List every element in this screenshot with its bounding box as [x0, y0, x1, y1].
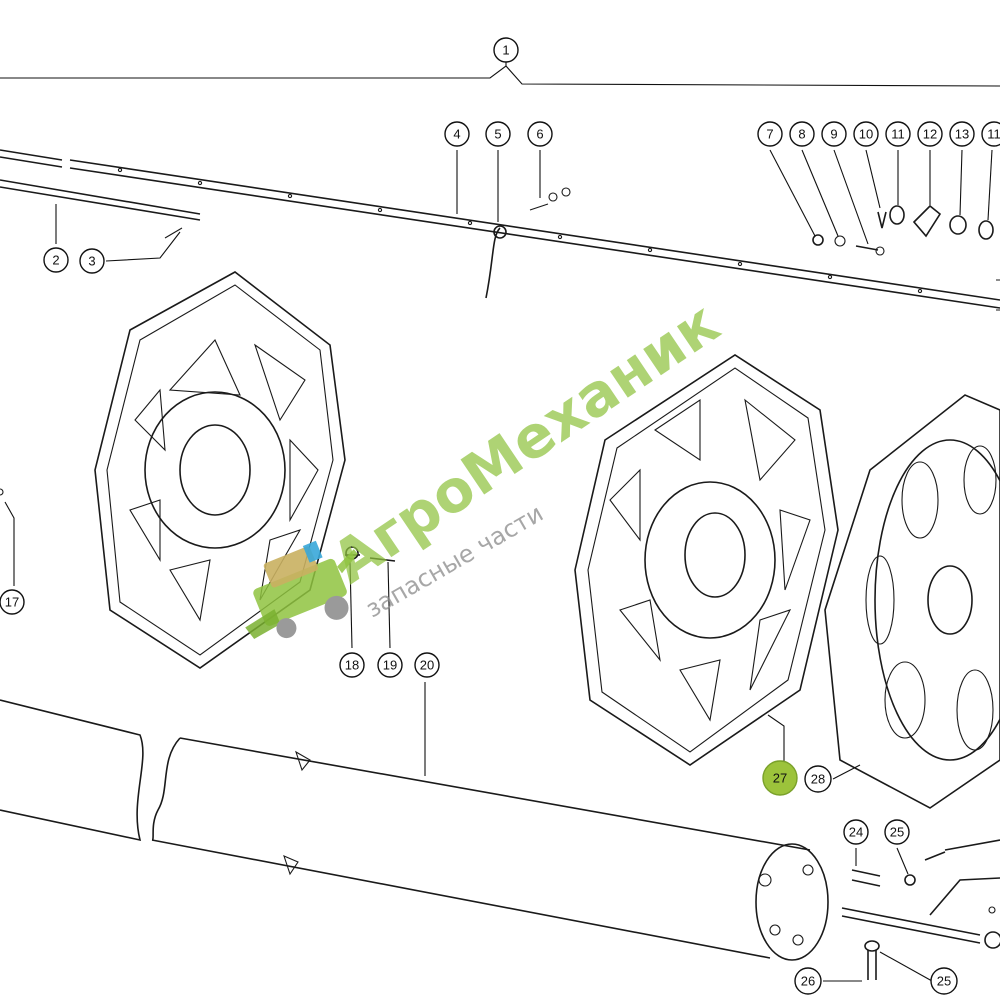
- callout-26: 26: [794, 967, 822, 995]
- svg-text:3: 3: [88, 254, 95, 269]
- svg-text:5: 5: [494, 127, 501, 142]
- svg-text:24: 24: [849, 825, 863, 840]
- assembly-bracket: [0, 65, 1000, 87]
- callout-4: 4: [444, 121, 470, 147]
- svg-text:26: 26: [801, 974, 815, 989]
- watermark: АгроМеханик запасные части: [245, 288, 731, 639]
- svg-text:1: 1: [502, 43, 509, 58]
- svg-text:11: 11: [891, 127, 905, 142]
- callout-7: 7: [757, 121, 783, 147]
- svg-text:20: 20: [420, 658, 434, 673]
- callout-17: 17: [0, 589, 25, 615]
- svg-text:25: 25: [937, 974, 951, 989]
- svg-text:18: 18: [345, 658, 359, 673]
- svg-text:13: 13: [955, 127, 969, 142]
- callout-11b: 11: [981, 121, 1000, 147]
- callout-12: 12: [917, 121, 943, 147]
- callout-2: 2: [43, 247, 69, 273]
- svg-text:4: 4: [453, 127, 460, 142]
- callout-8: 8: [789, 121, 815, 147]
- hardware-set: [812, 204, 1000, 311]
- reel-tube: [0, 699, 829, 961]
- drive-shaft-parts: [841, 839, 1000, 980]
- combine-harvester-icon: [245, 540, 358, 639]
- svg-text:27: 27: [773, 771, 787, 786]
- callout-28: 28: [804, 765, 832, 793]
- callout-10: 10: [853, 121, 879, 147]
- callout-9: 9: [821, 121, 847, 147]
- callout-27: 27: [762, 760, 798, 796]
- svg-text:9: 9: [830, 127, 837, 142]
- watermark-brand: АгроМеханик: [320, 288, 731, 596]
- callout-13: 13: [949, 121, 975, 147]
- svg-text:11: 11: [987, 127, 1000, 142]
- callout-25: 25: [884, 819, 910, 845]
- callout-6: 6: [527, 121, 553, 147]
- svg-text:6: 6: [536, 127, 543, 142]
- callout-5: 5: [485, 121, 511, 147]
- svg-text:7: 7: [766, 127, 773, 142]
- callout-18: 18: [339, 652, 365, 678]
- svg-text:8: 8: [798, 127, 805, 142]
- leader-lines: [4, 62, 993, 982]
- callout-24: 24: [843, 819, 869, 845]
- tine-bars: [0, 149, 1000, 309]
- right-reel-spider: [574, 354, 839, 766]
- callout-25b: 25: [930, 967, 958, 995]
- callout-3: 3: [79, 248, 105, 274]
- svg-text:12: 12: [923, 127, 937, 142]
- svg-text:28: 28: [811, 772, 825, 787]
- svg-text:10: 10: [859, 127, 873, 142]
- end-reel-spider: [824, 394, 1000, 809]
- callout-1: 1: [493, 37, 519, 63]
- callout-20: 20: [414, 652, 440, 678]
- svg-text:17: 17: [5, 595, 19, 610]
- callout-19: 19: [377, 652, 403, 678]
- callout-11: 11: [885, 121, 911, 147]
- svg-text:2: 2: [52, 253, 59, 268]
- svg-text:25: 25: [890, 825, 904, 840]
- svg-text:19: 19: [383, 658, 397, 673]
